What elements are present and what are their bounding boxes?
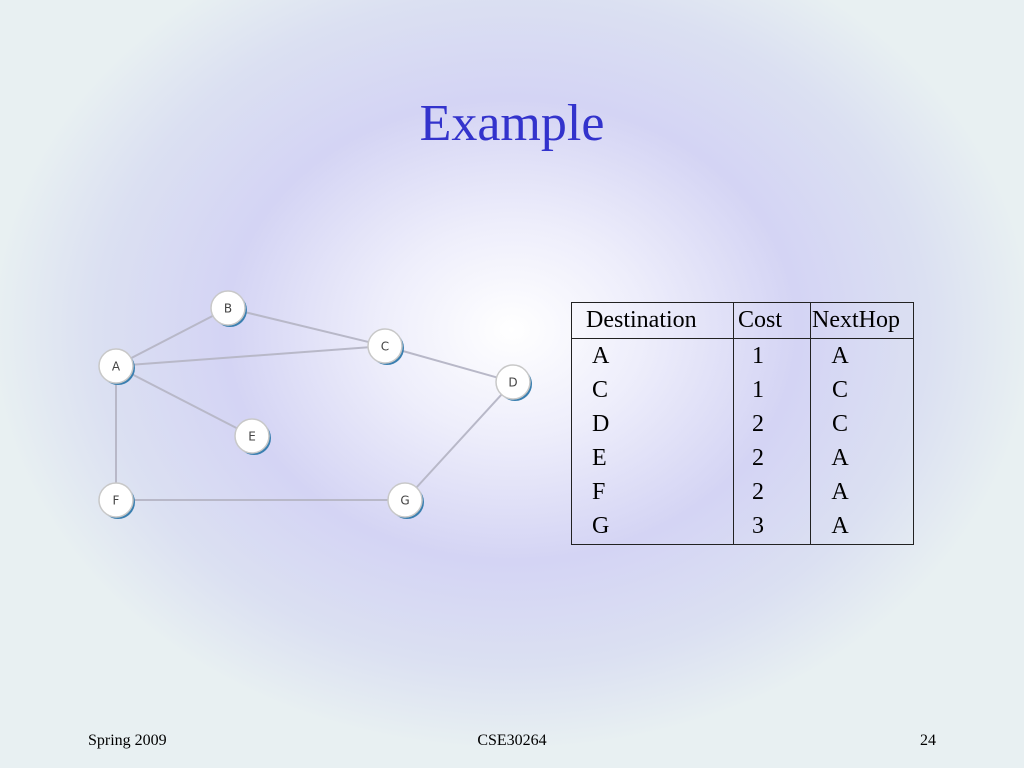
header-cost: Cost bbox=[738, 307, 783, 333]
edge-a-c bbox=[115, 345, 386, 367]
node-circle bbox=[387, 482, 423, 518]
node-label: G bbox=[400, 494, 409, 508]
node-label: B bbox=[224, 302, 232, 316]
cell-destination: F bbox=[592, 479, 606, 505]
node-g: G bbox=[387, 482, 424, 519]
cell-nexthop: C bbox=[831, 377, 848, 403]
cell-nexthop: C bbox=[831, 411, 848, 437]
node-e: E bbox=[234, 418, 271, 455]
slide-title: Example bbox=[419, 95, 605, 152]
node-label: C bbox=[381, 340, 389, 354]
node-circle bbox=[495, 364, 531, 400]
node-c: C bbox=[367, 328, 404, 365]
table-column-divider bbox=[733, 303, 734, 544]
node-circle bbox=[234, 418, 270, 454]
cell-destination: A bbox=[592, 343, 610, 369]
footer-date: Spring 2009 bbox=[88, 732, 167, 749]
cell-destination: G bbox=[592, 513, 610, 539]
cell-nexthop: A bbox=[831, 343, 849, 369]
node-d: D bbox=[495, 364, 532, 401]
node-circle bbox=[98, 482, 134, 518]
node-label: D bbox=[508, 376, 517, 390]
node-label: F bbox=[113, 494, 120, 508]
table-column-divider bbox=[810, 303, 811, 544]
cell-destination: C bbox=[592, 377, 609, 403]
node-circle bbox=[98, 348, 134, 384]
footer-course: CSE30264 bbox=[477, 732, 547, 749]
cell-cost: 2 bbox=[752, 445, 764, 471]
node-label: E bbox=[248, 430, 256, 444]
network-graph-svg: A B C D E F G bbox=[98, 290, 532, 519]
footer-page-number: 24 bbox=[920, 732, 936, 749]
node-f: F bbox=[98, 482, 135, 519]
node-b: B bbox=[210, 290, 247, 327]
edge-c-d bbox=[384, 345, 514, 383]
cell-cost: 2 bbox=[752, 479, 764, 505]
cell-destination: D bbox=[592, 411, 610, 437]
node-circle bbox=[210, 290, 246, 326]
header-nexthop: NextHop bbox=[812, 307, 900, 333]
node-label: A bbox=[112, 360, 121, 374]
node-circle bbox=[367, 328, 403, 364]
cell-cost: 1 bbox=[752, 377, 764, 403]
edge-d-g bbox=[404, 381, 514, 501]
node-a: A bbox=[98, 348, 135, 385]
table-header-divider bbox=[572, 338, 913, 339]
cell-nexthop: A bbox=[831, 479, 849, 505]
edge-a-b bbox=[115, 307, 229, 367]
header-destination: Destination bbox=[586, 307, 697, 333]
cell-cost: 2 bbox=[752, 411, 764, 437]
cell-cost: 3 bbox=[752, 513, 764, 539]
edge-b-c bbox=[227, 307, 386, 347]
cell-nexthop: A bbox=[831, 513, 849, 539]
edge-a-e bbox=[115, 365, 253, 437]
cell-destination: E bbox=[592, 445, 607, 471]
network-graph: A B C D E F G bbox=[80, 280, 550, 530]
cell-cost: 1 bbox=[752, 343, 764, 369]
cell-nexthop: A bbox=[831, 445, 849, 471]
